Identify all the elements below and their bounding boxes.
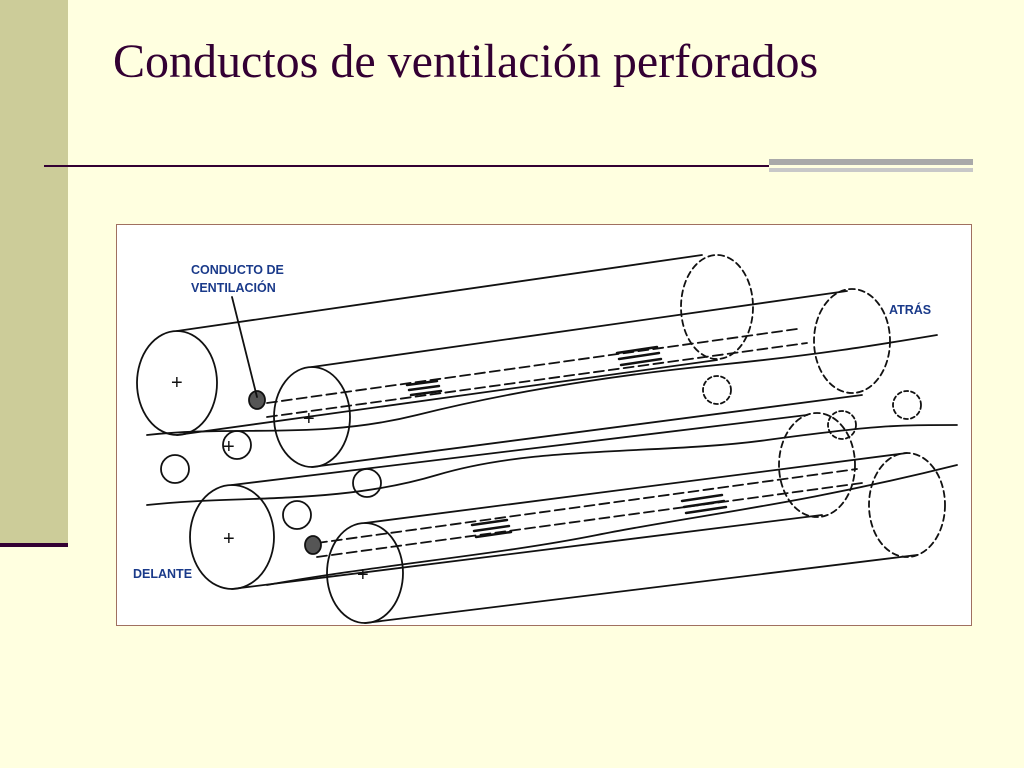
- sidebar-rule: [0, 543, 68, 547]
- title-divider-accent: [769, 159, 973, 178]
- duct-label: CONDUCTO DE VENTILACIÓN: [191, 261, 284, 297]
- duct-drawing: + + + + +: [136, 254, 958, 624]
- front-label: DELANTE: [133, 567, 193, 581]
- duct-label-line-1: CONDUCTO DE: [191, 263, 284, 277]
- svg-text:+: +: [223, 528, 235, 550]
- duct-diagram: + + + + + CONDUCTO DE VENTILACIÓN ATRÁS …: [116, 224, 972, 626]
- svg-text:+: +: [223, 436, 235, 458]
- duct-label-line-2: VENTILACIÓN: [191, 281, 276, 295]
- svg-text:+: +: [303, 408, 315, 430]
- title-divider: [44, 165, 769, 167]
- svg-text:+: +: [357, 564, 369, 586]
- svg-text:+: +: [171, 372, 183, 394]
- sidebar-band: [0, 0, 68, 545]
- slide-title: Conductos de ventilación perforados: [113, 35, 819, 88]
- back-label: ATRÁS: [889, 303, 932, 317]
